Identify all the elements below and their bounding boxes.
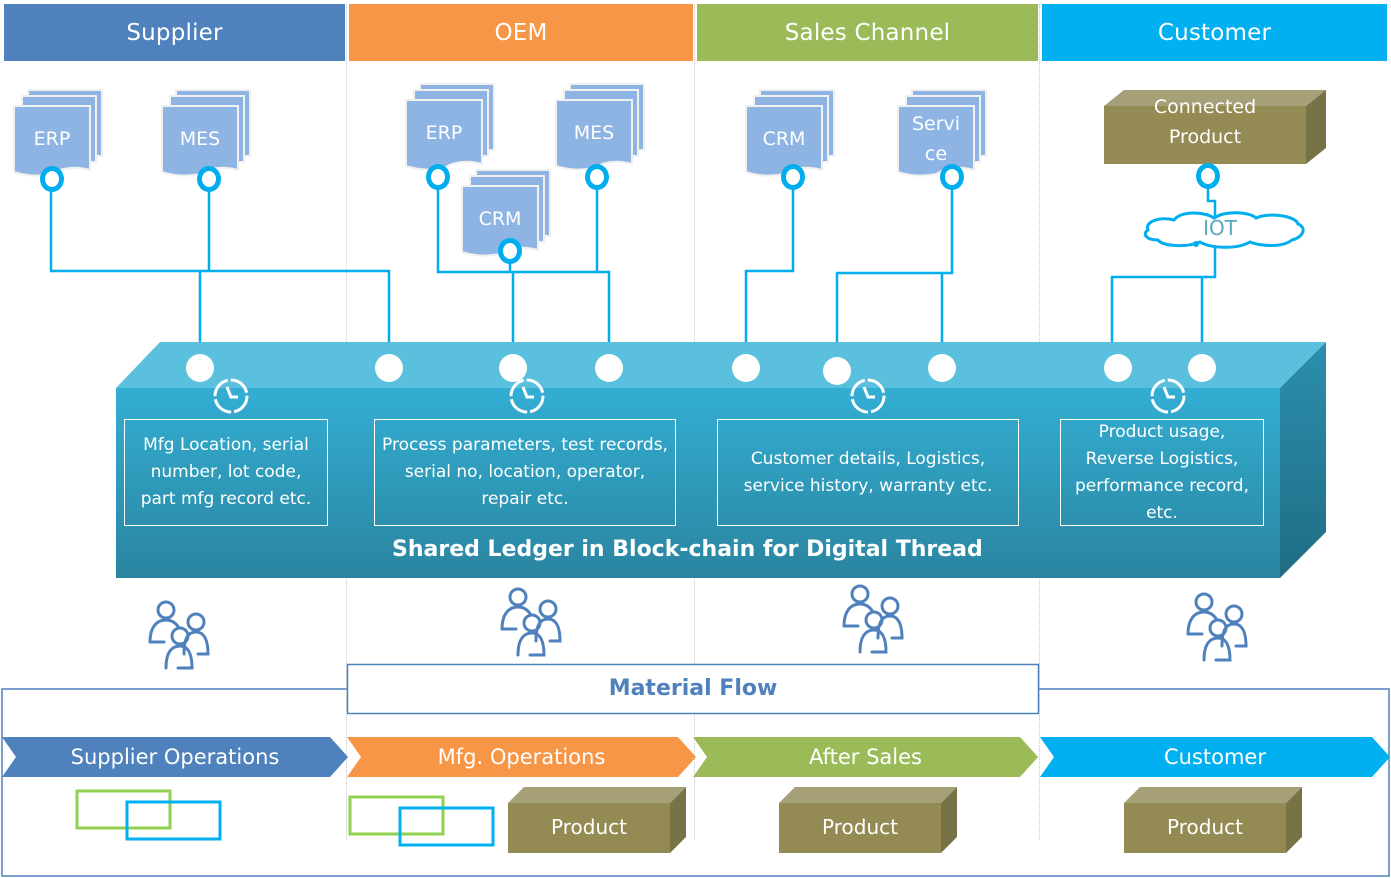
overlapping-rectangles-icon: [75, 789, 222, 841]
iot-cloud-icon: [1143, 211, 1305, 249]
doc-stack-oem-crm: [461, 169, 551, 257]
connector-ring[interactable]: [781, 164, 805, 190]
system-label-oem-mes: MES: [573, 122, 615, 144]
system-label-supplier-mes: MES: [179, 128, 221, 150]
lane-header-sales-channel: Sales Channel: [697, 4, 1038, 61]
connector-ring[interactable]: [1196, 163, 1220, 189]
doc-stack-sales-service: [897, 89, 987, 177]
connector-ring[interactable]: [426, 164, 450, 190]
connected-product-line2: Product: [1168, 126, 1242, 148]
clock-icon: [850, 378, 886, 414]
stage-label-mfg-operations: Mfg. Operations: [437, 745, 606, 769]
product-box-oem: [508, 787, 686, 853]
connected-product-box: [1104, 90, 1326, 164]
ledger-title: Shared Ledger in Block-chain for Digital…: [392, 537, 983, 562]
system-label-service-line1: Servi: [911, 113, 961, 135]
connector-ring[interactable]: [585, 164, 609, 190]
ledger-node[interactable]: [823, 357, 851, 385]
ledger-node[interactable]: [375, 354, 403, 382]
overlapping-rectangles-icon: [348, 795, 495, 847]
wire-customer-iot: [1110, 245, 1217, 360]
clock-icon: [509, 378, 545, 414]
ledger-node[interactable]: [499, 354, 527, 382]
doc-stack-oem-erp: [405, 83, 495, 171]
wire-oem-ledger-2: [597, 270, 611, 360]
chevron-supplier-operations: [2, 737, 348, 777]
wire-sales-service: [835, 186, 954, 360]
product-label-oem: Product: [551, 815, 627, 839]
wire-supplier-erp: [49, 186, 391, 360]
doc-stack-oem-mes: [555, 83, 645, 171]
ledger-node[interactable]: [186, 354, 214, 382]
system-label-oem-erp: ERP: [425, 122, 463, 144]
connected-product-label: Connected Product: [1104, 92, 1306, 152]
connector-ring[interactable]: [40, 166, 64, 192]
lane-header-customer: Customer: [1042, 4, 1387, 61]
material-flow-frame: [1, 663, 1390, 877]
material-flow-title: Material Flow: [608, 676, 778, 701]
system-label-service-line2: ce: [924, 143, 948, 165]
doc-stack-sales-crm: [745, 89, 835, 177]
chevron-customer: [1040, 737, 1390, 777]
clock-icon: [1150, 378, 1186, 414]
ledger-record-customer: Product usage, Reverse Logistics, perfor…: [1060, 419, 1264, 526]
doc-stack-supplier-erp: [13, 89, 103, 177]
stage-label-supplier-operations: Supplier Operations: [70, 745, 280, 769]
ledger-record-oem: Process parameters, test records, serial…: [374, 419, 676, 526]
connector-ring[interactable]: [197, 166, 221, 192]
wire-oem-erp: [436, 186, 599, 274]
ledger-record-sales: Customer details, Logistics, service his…: [717, 419, 1019, 526]
chevron-after-sales: [693, 737, 1038, 777]
stage-label-customer: Customer: [1163, 745, 1266, 769]
ledger-record-supplier: Mfg Location, serial number, lot code, p…: [124, 419, 328, 526]
system-label-sales-service: Servi ce: [898, 109, 974, 169]
lane-header-oem: OEM: [349, 4, 693, 61]
system-label-sales-crm: CRM: [762, 128, 806, 150]
lane-header-supplier: Supplier: [4, 4, 345, 61]
product-label-customer: Product: [1167, 815, 1243, 839]
ledger-node[interactable]: [732, 354, 760, 382]
connector-ring[interactable]: [940, 164, 964, 190]
system-label-oem-crm: CRM: [478, 208, 522, 230]
stage-label-after-sales: After Sales: [809, 745, 922, 769]
people-icon: [148, 600, 210, 670]
wire-sales-crm: [744, 186, 795, 360]
product-box-customer: [1124, 787, 1302, 853]
ledger-node[interactable]: [928, 354, 956, 382]
ledger-node[interactable]: [1188, 354, 1216, 382]
connector-ring[interactable]: [498, 238, 522, 264]
ledger-node[interactable]: [1104, 354, 1132, 382]
people-icon: [500, 587, 562, 657]
wire-customer-product: [1206, 186, 1217, 222]
product-box-sales: [779, 787, 957, 853]
people-icon: [842, 584, 904, 654]
chevron-mfg-operations: [347, 737, 696, 777]
connected-product-line1: Connected: [1153, 96, 1257, 118]
system-label-supplier-erp: ERP: [33, 128, 71, 150]
product-label-sales: Product: [822, 815, 898, 839]
people-icon: [1186, 592, 1248, 662]
ledger-node[interactable]: [595, 354, 623, 382]
iot-label: IOT: [1203, 216, 1237, 240]
clock-icon: [213, 378, 249, 414]
